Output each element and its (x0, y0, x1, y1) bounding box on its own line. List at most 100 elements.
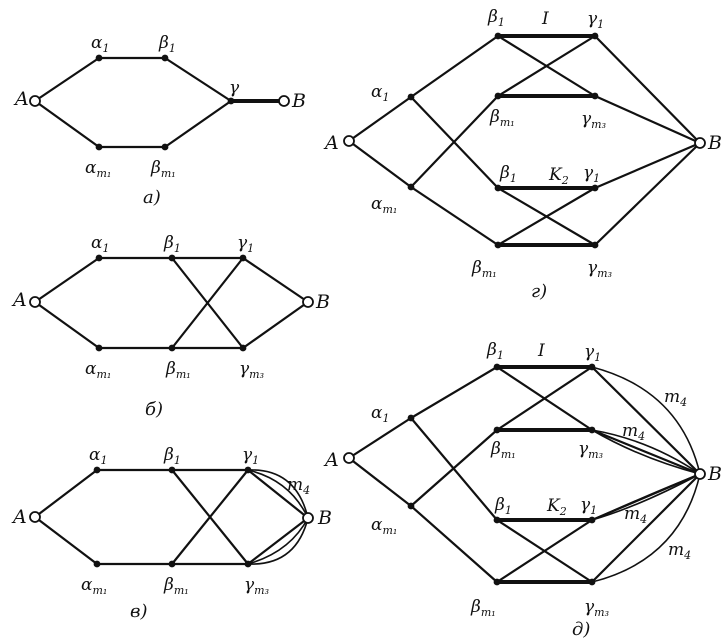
label-gmt: γm₃ (581, 109, 606, 131)
node-g1b (588, 516, 596, 524)
curve-edge (591, 473, 701, 521)
edge-A-a1 (33, 468, 99, 519)
node-am (407, 183, 415, 191)
node-b1t (493, 363, 501, 371)
label-b1b: β1 (494, 495, 512, 517)
edge-A-am (347, 456, 413, 508)
edge-gmt-B (593, 94, 702, 145)
curve-edge (247, 469, 309, 519)
label-am: αm₁ (371, 194, 397, 216)
terminal-node-A (29, 296, 41, 308)
label-B: B (317, 507, 332, 529)
label-am: αm₁ (85, 158, 111, 180)
node-g (227, 97, 235, 105)
edge-am-bmb (409, 185, 500, 247)
edge-A-am (33, 99, 101, 149)
node-bmt (494, 92, 502, 100)
edge-b1-g (163, 56, 233, 103)
node-am (95, 344, 103, 352)
caption-b: б) (145, 399, 163, 420)
label-a1: α1 (371, 82, 389, 104)
label-a1: α1 (91, 33, 109, 55)
label-a1: α1 (91, 233, 109, 255)
edge-A-am (33, 300, 101, 350)
edge-am-bmt (409, 428, 499, 508)
terminal-node-B (694, 137, 706, 149)
node-gm (244, 560, 252, 568)
terminal-node-A (29, 95, 41, 107)
edge-label: I (537, 341, 545, 361)
terminal-node-B (302, 512, 314, 524)
node-a1 (95, 54, 103, 62)
label-b1b: β1 (499, 163, 517, 185)
node-bmb (493, 578, 501, 586)
edge-A-a1 (347, 416, 413, 460)
edge-bmb-g1b (496, 186, 597, 247)
label-bmt: βm₁ (490, 439, 516, 461)
edge-gm-B (241, 300, 310, 350)
node-g1t (588, 363, 596, 371)
node-am (95, 143, 103, 151)
node-b1t (494, 32, 502, 40)
node-g1b (591, 184, 599, 192)
label-a1: α1 (371, 403, 389, 425)
node-gmt (588, 426, 596, 434)
label-B: B (291, 90, 306, 112)
node-bm (168, 560, 176, 568)
terminal-node-A (343, 135, 355, 147)
multiplicity-label: m4 (664, 387, 687, 409)
label-am: αm₁ (81, 575, 107, 597)
edge-A-am (33, 515, 99, 566)
terminal-node-B (302, 296, 314, 308)
edge-A-am (347, 139, 413, 189)
edge-bmb-g1b (495, 518, 594, 584)
node-gmb (591, 241, 599, 249)
label-bmb: βm₁ (470, 597, 496, 619)
label-g1b: γ1 (580, 495, 597, 517)
caption-d: д) (572, 619, 590, 640)
curve-edge (247, 517, 309, 565)
label-b1: β1 (163, 445, 181, 467)
edge-bmt-g1t (496, 34, 597, 98)
label-am: αm₁ (85, 359, 111, 381)
multiplicity-label: m4 (624, 504, 647, 526)
label-bm: βm₁ (163, 575, 189, 597)
curve-edge (591, 473, 701, 583)
multiplicity-label: m4 (622, 421, 645, 443)
label-b1: β1 (163, 233, 181, 255)
edge-label: I (541, 9, 549, 29)
edge-gmt-B (590, 428, 702, 476)
label-b1t: β1 (487, 7, 505, 29)
node-b1b (493, 516, 501, 524)
label-g1: γ1 (237, 233, 254, 255)
edge-g1b-B (593, 141, 702, 190)
multiplicity-label: m4 (287, 475, 310, 497)
node-a1 (407, 93, 415, 101)
label-bm: βm₁ (165, 359, 191, 381)
label-B: B (707, 463, 722, 485)
edge-g1t-B (593, 34, 702, 145)
label-a1: α1 (89, 445, 107, 467)
curve-edge (247, 469, 309, 519)
label-g: γ (229, 78, 240, 98)
node-am (93, 560, 101, 568)
label-B: B (315, 291, 330, 313)
node-gmt (591, 92, 599, 100)
node-bm (168, 344, 176, 352)
label-B: B (707, 132, 722, 154)
label-bmt: βm₁ (489, 107, 515, 129)
node-bmb (494, 241, 502, 249)
edge-label: K2 (546, 496, 567, 518)
multiplicity-label: m4 (668, 540, 691, 562)
terminal-node-A (29, 511, 41, 523)
edge-bm-g (163, 99, 233, 149)
edge-bmt-g1t (495, 365, 594, 432)
label-am: αm₁ (371, 515, 397, 537)
node-b1b (494, 184, 502, 192)
